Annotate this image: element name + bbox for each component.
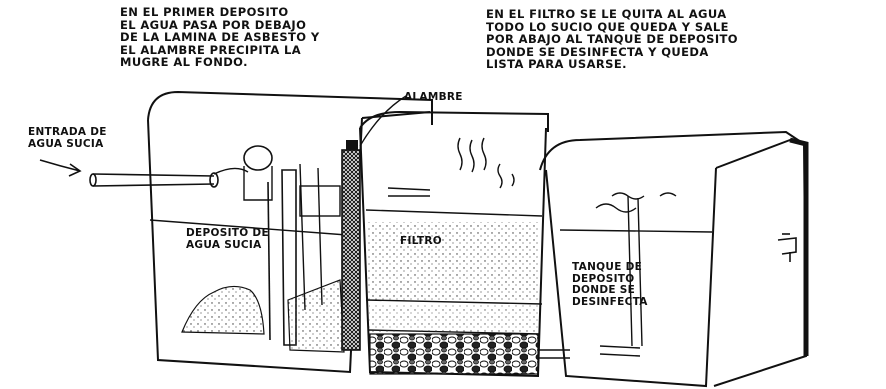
gravel-layer <box>369 333 539 375</box>
wire-mesh <box>341 149 361 351</box>
inlet-pipe <box>89 172 219 188</box>
inlet-arrow <box>39 159 82 177</box>
tap-icon <box>777 233 797 262</box>
filter-inflow-pipe <box>387 187 431 197</box>
fine-gravel-layer <box>369 304 539 332</box>
filter-note: EN EL FILTRO SE LE QUITA AL AGUA TODO LO… <box>486 7 738 71</box>
sand-layer <box>368 222 538 300</box>
disinfection-tank <box>539 130 808 388</box>
inlet-label: ENTRADA DE AGUA SUCIA <box>28 126 107 150</box>
wire-label: ALAMBRE <box>404 91 463 103</box>
filter-label: FILTRO <box>400 235 443 247</box>
dirty-tank-label: DEPOSITO DE AGUA SUCIA <box>186 227 269 251</box>
wire-pointer <box>359 95 407 147</box>
first-tank-note: EN EL PRIMER DEPOSITO EL AGUA PASA POR D… <box>120 5 320 69</box>
disinfect-tank-label: TANQUE DE DEPOSITO DONDE SE DESINFECTA <box>572 261 648 308</box>
dirty-water-tank <box>147 90 433 374</box>
outflow-pipe <box>538 349 570 359</box>
